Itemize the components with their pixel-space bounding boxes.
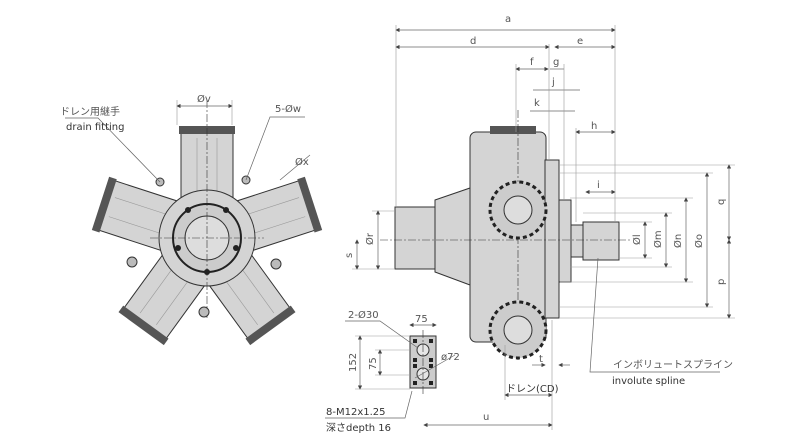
spline-label-en: involute spline: [612, 376, 685, 387]
dim-r-label: Ør: [364, 232, 376, 245]
dim-g-label: g: [553, 57, 559, 68]
port-height-label: 152: [348, 353, 359, 372]
dim-o-label: Øo: [693, 234, 705, 248]
leader-dia-x: [279, 154, 311, 181]
spline-label-jp: インボリュートスプライン: [613, 359, 733, 371]
dim-f-label: f: [530, 57, 534, 68]
port-pitch-label: 75: [368, 357, 379, 370]
dia-x-label: Øx: [295, 156, 309, 168]
side-view-motor: [380, 110, 630, 360]
dim-q-label: q: [716, 199, 727, 205]
drain-cd-label: ドレン(CD): [506, 384, 559, 395]
threads-label: 8-M12x1.25: [326, 407, 386, 418]
dim-p-label: p: [716, 279, 727, 285]
port-width-label: 75: [415, 314, 428, 325]
leader-holes-w: [245, 116, 305, 181]
dim-i-label: i: [597, 180, 600, 191]
front-view-motor: [91, 100, 323, 346]
ports-label: 2-Ø30: [348, 309, 379, 321]
dim-n-label: Øn: [672, 234, 684, 248]
dim-m-label: Øm: [652, 230, 664, 248]
dim-u-label: u: [483, 412, 489, 423]
dim-l-label: Øl: [631, 234, 643, 245]
dim-d-label: d: [470, 36, 476, 47]
port-pcd-label: ø72: [441, 352, 460, 363]
drain-fitting-label-en: drain fitting: [66, 122, 125, 133]
dim-e-label: e: [577, 36, 583, 47]
dim-t-label: t: [539, 354, 543, 365]
drain-fitting-label-jp: ドレン用継手: [60, 105, 120, 118]
port-block: [325, 320, 456, 419]
dimension-lines: [352, 25, 735, 430]
holes-w-label: 5-Øw: [275, 103, 301, 115]
depth-label: 深さdepth 16: [326, 422, 391, 434]
dim-s-label: s: [344, 253, 355, 258]
dim-j-label: j: [551, 77, 555, 88]
dim-a-label: a: [505, 14, 511, 25]
dim-k-label: k: [534, 98, 540, 109]
dim-h-label: h: [591, 121, 597, 132]
leader-drain-fitting: [65, 117, 161, 183]
dia-v-label: Øv: [197, 93, 211, 105]
